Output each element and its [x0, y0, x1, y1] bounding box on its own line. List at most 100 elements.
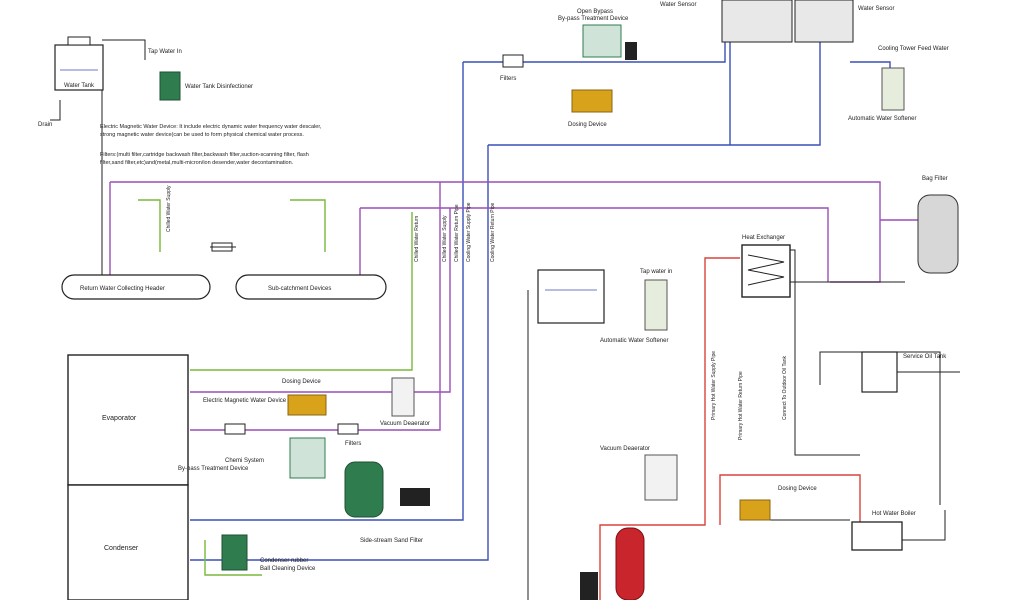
ball-cleaning-label: Ball Cleaning Device: [260, 566, 316, 572]
mid-right-group: Tap water in Automatic Water Softener He…: [537, 235, 791, 440]
service-oil-tank-label: Service Oil Tank: [903, 354, 947, 360]
black-pipe-hx-return: [790, 249, 860, 456]
filters-mid-label: Filters: [345, 441, 361, 447]
open-bypass-label: Open Bypass: [577, 9, 613, 15]
condenser-tubes-label: Condenser rubber: [260, 558, 308, 564]
heat-exchanger-coil: [747, 254, 785, 286]
vacuum-deaerator-2-label: Vacuum Deaerator: [600, 446, 650, 452]
v-pipe-a: Chilled Water Return: [414, 216, 420, 262]
sub-catchment-label: Sub-catchment Devices: [268, 286, 331, 292]
softener-mid: [644, 279, 668, 331]
water-sensor-2-label: Water Sensor: [858, 6, 894, 12]
chemi-system: [289, 437, 326, 479]
em-device: [224, 423, 246, 435]
evaporator-label: Evaporator: [102, 415, 137, 422]
primary-hot-return-label: Primary Hot Water Return Pipe: [738, 371, 744, 440]
vacuum-deaerator-1-label: Vacuum Deaerator: [380, 421, 430, 427]
purple-pipe-evap: [190, 208, 451, 393]
green-pipe-branch1: [138, 199, 161, 252]
water-tank-group: Water Tank Tap Water In Water Tank Disin…: [38, 36, 253, 128]
black-pipe-tank-drain: [50, 100, 61, 121]
blue-pipe-inner: [488, 40, 821, 146]
ball-cleaning-device: [221, 534, 248, 571]
cooling-tower-1: [721, 0, 793, 43]
tap-water-in-label: Tap Water In: [148, 49, 182, 55]
bag-filter: [917, 194, 959, 274]
return-header: [61, 274, 211, 300]
top-filter: [502, 54, 524, 68]
pipe-network: [50, 39, 960, 600]
bypass-treatment-top-label: By-pass Treatment Device: [558, 16, 629, 22]
water-tank-label: Water Tank: [64, 83, 95, 89]
water-sensor-1-label: Water Sensor: [660, 2, 696, 8]
sand-filter-pump: [400, 488, 430, 506]
red-pipe-left: [599, 257, 740, 600]
tap-water-in-2-label: Tap water in: [640, 269, 672, 275]
bypass-pump-top: [625, 42, 637, 60]
green-pipe-branch2: [290, 199, 326, 252]
black-pipe-tank-top: [102, 39, 146, 60]
vacuum-deaerator-1: [391, 377, 415, 417]
v-chilled-return: Chilled Water Return Pipe: [454, 204, 460, 262]
bag-filter-label: Bag Filter: [922, 176, 948, 182]
v-cooling-supply: Cooling Water Supply Pipe: [466, 202, 472, 262]
hot-water-boiler: [851, 521, 903, 551]
drain-label: Drain: [38, 122, 52, 128]
softener-mid-label: Automatic Water Softener: [600, 338, 668, 344]
cooling-tower-2: [794, 0, 854, 43]
filters-top-label: Filters: [500, 76, 516, 82]
top-filter-group: Filters Open Bypass By-pass Treatment De…: [500, 9, 637, 128]
green-pipe-condenser: [204, 540, 262, 576]
evaporator-box: [67, 354, 189, 486]
heat-exchanger-label: Heat Exchanger: [742, 235, 785, 241]
notes: Electric Magnetic Water Device: It inclu…: [100, 124, 322, 166]
red-pipe-right: [719, 474, 861, 525]
condenser-box: [67, 484, 189, 600]
note-line-1: Electric Magnetic Water Device: It inclu…: [100, 124, 322, 130]
cooling-tower-feed-label: Cooling Tower Feed Water: [878, 46, 949, 52]
hot-water-boiler-label: Hot Water Boiler: [872, 511, 916, 517]
purple-pipe-lower: [360, 207, 829, 282]
blue-pipe-inner-down: [190, 145, 489, 561]
water-tank-lid: [67, 36, 91, 46]
disinfectioner-box: [159, 71, 181, 101]
water-tank: [54, 44, 104, 91]
sand-filter: [344, 461, 384, 518]
v-pipe-b: Chilled Water Supply: [442, 215, 448, 262]
chemi-system-label: Chemi System: [225, 458, 264, 464]
bypass-treatment-mid-label: By-pass Treatment Device: [178, 466, 249, 472]
bottom-right-group: Vacuum Deaerator Dosing Device Hot Water…: [580, 446, 916, 600]
purple-pipe-evap2: [190, 182, 441, 431]
dosing-device-mid: [287, 394, 327, 416]
electric-magnetic-label: Electric Magnetic Water Device: [203, 398, 287, 404]
soft-water-tank: [537, 269, 605, 324]
sub-catchment-header: [235, 274, 387, 300]
primary-hot-supply-label: Primary Hot Water Supply Pipe: [711, 351, 717, 420]
note-line-3: Filters:(multi filter,cartridge backwash…: [100, 152, 309, 158]
cooling-towers: Water Sensor Water Sensor Cooling Tower …: [660, 0, 949, 122]
softener-top-label: Automatic Water Softener: [848, 116, 916, 122]
side-stream-filter-label: Side-stream Sand Filter: [360, 538, 423, 544]
bottom-pump: [580, 572, 598, 600]
mid-filter: [337, 423, 359, 435]
chiller: Evaporator Condenser: [67, 354, 189, 600]
disinfectioner-label: Water Tank Disinfectioner: [185, 84, 253, 90]
softener-top: [881, 67, 905, 111]
dosing-device-bottom: [739, 499, 771, 521]
green-pipe-supply: [190, 212, 413, 371]
mid-equipment: Dosing Device Electric Magnetic Water De…: [178, 377, 430, 572]
blue-pipe-left-vert: [190, 62, 464, 521]
headers: Return Water Collecting Header Sub-catch…: [61, 185, 387, 300]
chilled-supply-label: Chilled Water Supply: [166, 185, 172, 232]
note-line-2: strong magnetic water device(can be used…: [100, 132, 304, 138]
v-cooling-return: Cooling Water Return Pipe: [490, 202, 496, 262]
dosing-device-top: [571, 89, 613, 113]
condenser-label: Condenser: [104, 545, 139, 552]
bag-filter-group: Bag Filter: [917, 176, 959, 274]
service-oil-tank: [861, 351, 898, 393]
dosing-bottom-label: Dosing Device: [778, 486, 817, 492]
expansion-tank: [615, 527, 645, 600]
vacuum-deaerator-2: [644, 454, 678, 501]
connect-oil-label: Connect To Outdoor Oil Tank: [782, 355, 788, 420]
